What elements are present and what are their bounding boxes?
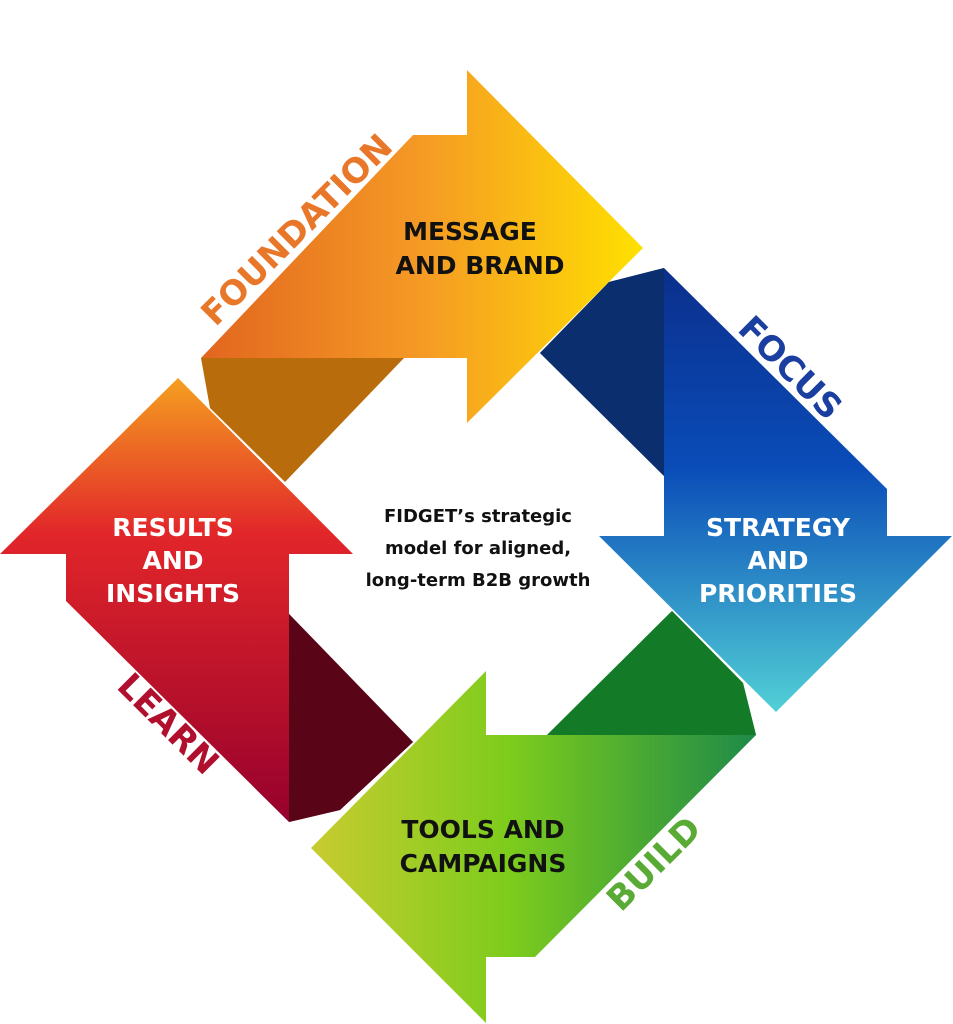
focus-label-line3: PRIORITIES — [699, 579, 857, 608]
learn-label-line1: RESULTS — [112, 513, 233, 542]
foundation-fold — [201, 358, 404, 482]
foundation-arrow — [201, 70, 643, 423]
focus-label-line2: AND — [747, 546, 808, 575]
foundation-label-line2: AND BRAND — [395, 251, 564, 280]
center-text-line1: FIDGET’s strategic — [384, 506, 572, 527]
build-label-line2: CAMPAIGNS — [400, 849, 567, 878]
learn-label-line3: INSIGHTS — [106, 579, 240, 608]
build-fold-overlay — [547, 611, 756, 735]
center-text-line3: long-term B2B growth — [366, 570, 591, 591]
focus-arrow — [599, 268, 952, 712]
build-arrow — [311, 671, 756, 1023]
foundation-label-line1: MESSAGE — [403, 217, 537, 246]
focus-fold-overlay — [540, 268, 664, 476]
learn-fold-overlay — [289, 614, 413, 822]
learn-arrow — [0, 378, 353, 822]
learn-label-line2: AND — [142, 546, 203, 575]
focus-label-line1: STRATEGY — [706, 513, 851, 542]
center-text-line2: model for aligned, — [385, 538, 571, 559]
build-label-line1: TOOLS AND — [401, 815, 564, 844]
